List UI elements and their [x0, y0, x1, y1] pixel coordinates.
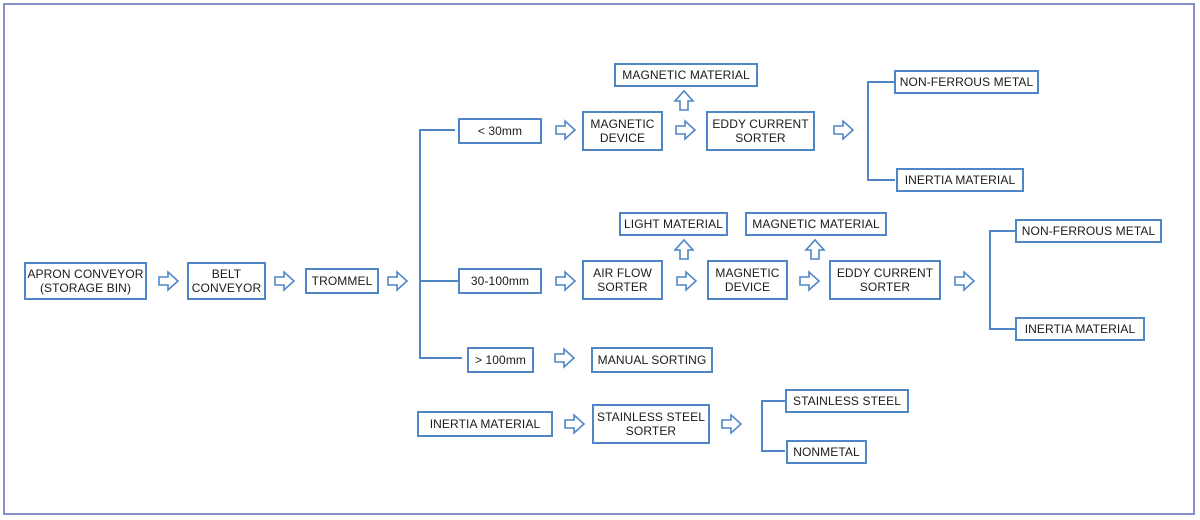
nonmetal-box: NONMETAL: [786, 440, 867, 464]
branch-bracket-eddy-2: [989, 230, 1015, 330]
magnetic-device-mid-box: MAGNETIC DEVICE: [707, 260, 788, 300]
arrow-lt30-to-magnetic-device: [555, 119, 577, 141]
arrow-eddy-to-outputs-mid: [954, 270, 976, 292]
arrow-inertia-to-stainless-sorter: [564, 413, 586, 435]
branch-bracket-eddy-1: [867, 81, 895, 181]
arrow-apron-to-belt: [158, 270, 180, 292]
arrow-trommel-to-branch: [387, 270, 409, 292]
arrow-mid-to-air-flow: [555, 270, 577, 292]
air-flow-sorter-box: AIR FLOW SORTER: [582, 260, 663, 300]
inertia-material-input-box: INERTIA MATERIAL: [417, 411, 553, 437]
eddy-current-sorter-mid-box: EDDY CURRENT SORTER: [829, 260, 941, 300]
trommel-box: TROMMEL: [305, 268, 379, 294]
branch-bracket-stainless: [761, 400, 785, 452]
magnetic-material-top-box: MAGNETIC MATERIAL: [614, 63, 758, 87]
non-ferrous-metal-top-box: NON-FERROUS METAL: [894, 70, 1039, 94]
diagram-frame: [3, 3, 1195, 515]
size-lt-30mm-box: < 30mm: [458, 118, 542, 144]
inertia-material-mid-box: INERTIA MATERIAL: [1015, 317, 1145, 341]
magnetic-device-top-box: MAGNETIC DEVICE: [582, 111, 663, 151]
eddy-current-sorter-top-box: EDDY CURRENT SORTER: [706, 111, 815, 151]
branch-bracket-trommel: [419, 129, 462, 359]
arrow-air-flow-to-light-material: [673, 238, 695, 260]
inertia-material-top-box: INERTIA MATERIAL: [896, 168, 1024, 192]
arrow-stainless-sorter-to-outputs: [721, 413, 743, 435]
arrow-magnetic-device-to-magnetic-material: [673, 89, 695, 111]
arrow-gt100-to-manual: [554, 347, 576, 369]
belt-conveyor-box: BELT CONVEYOR: [187, 262, 266, 300]
stainless-steel-sorter-box: STAINLESS STEEL SORTER: [592, 404, 710, 444]
apron-conveyor-box: APRON CONVEYOR (STORAGE BIN): [24, 262, 147, 300]
arrow-belt-to-trommel: [274, 270, 296, 292]
light-material-box: LIGHT MATERIAL: [619, 212, 728, 236]
magnetic-material-mid-box: MAGNETIC MATERIAL: [745, 212, 887, 236]
arrow-magnetic-device-to-magnetic-material-mid: [804, 238, 826, 260]
non-ferrous-metal-mid-box: NON-FERROUS METAL: [1015, 219, 1162, 243]
size-gt-100mm-box: > 100mm: [467, 347, 534, 373]
size-30-100mm-box: 30-100mm: [458, 268, 542, 294]
arrow-eddy-to-outputs-top: [833, 119, 855, 141]
arrow-magnetic-device-to-eddy-mid: [799, 270, 821, 292]
stainless-steel-box: STAINLESS STEEL: [785, 389, 909, 413]
arrow-magnetic-device-to-eddy: [675, 119, 697, 141]
arrow-air-flow-to-magnetic-device: [676, 270, 698, 292]
manual-sorting-box: MANUAL SORTING: [591, 347, 713, 373]
